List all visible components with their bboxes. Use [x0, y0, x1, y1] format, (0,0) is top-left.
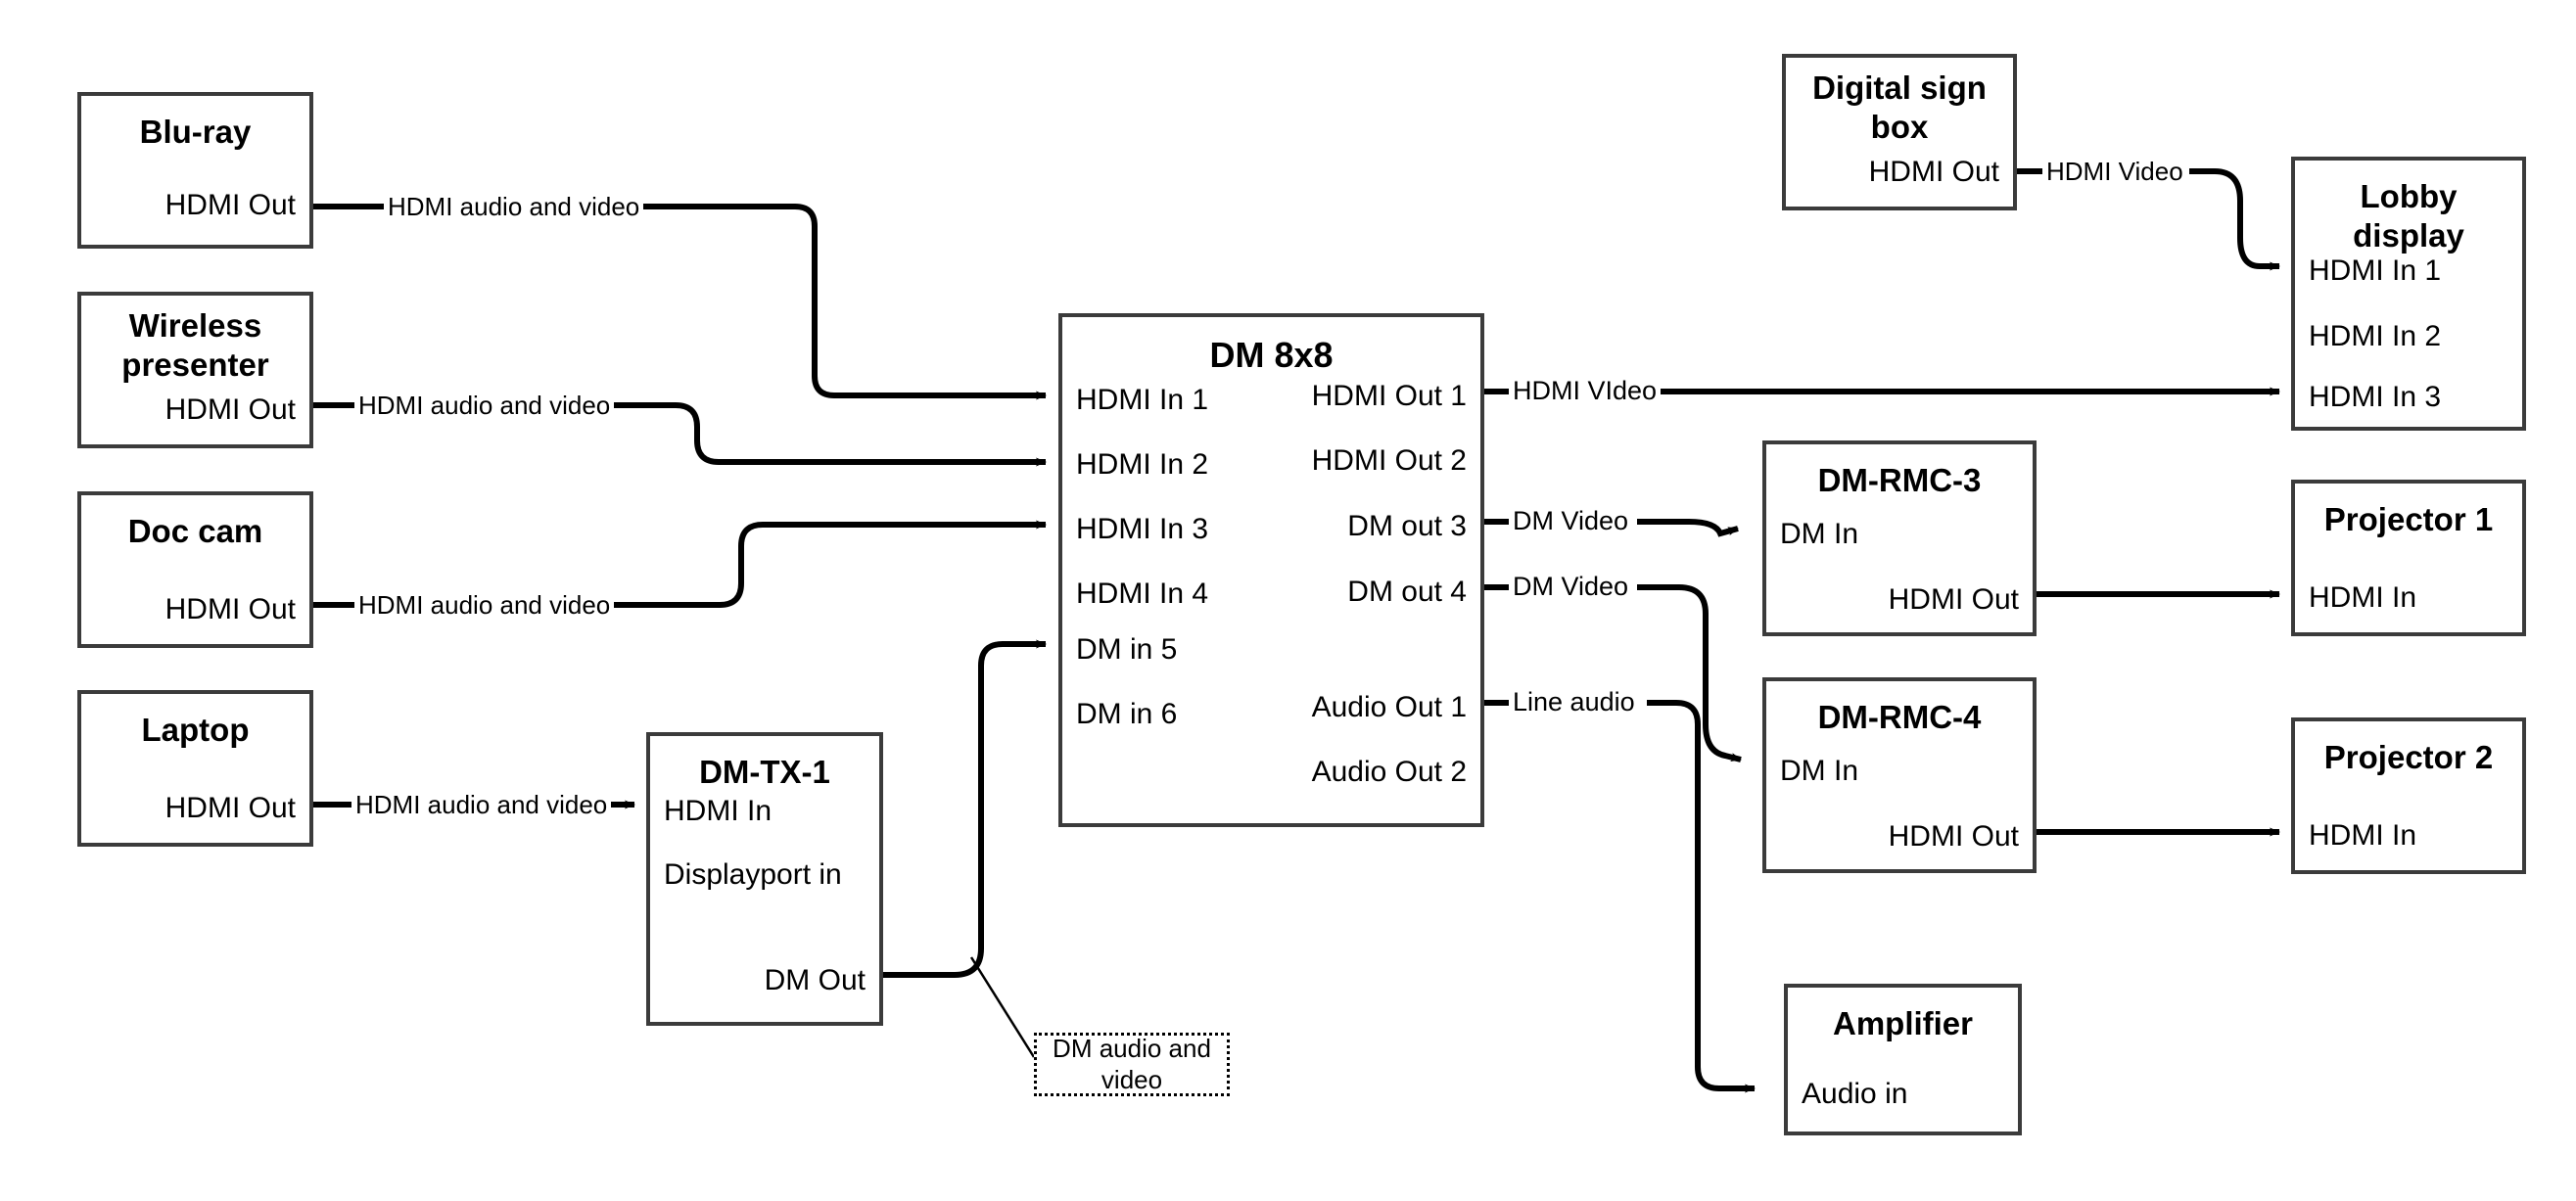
node-lobby-display-port-hdmi-in-2[interactable]: HDMI In 2 — [2309, 320, 2442, 352]
node-digital-sign-box-port-hdmi-out[interactable]: HDMI Out — [1868, 156, 1999, 188]
node-laptop[interactable]: Laptop HDMI Out — [77, 690, 313, 847]
node-wireless-presenter-port-hdmi-out[interactable]: HDMI Out — [164, 393, 296, 426]
node-dm-tx-1-title: DM-TX-1 — [699, 754, 830, 790]
node-wireless-presenter-title-line2: presenter — [121, 346, 269, 383]
node-dm-tx-1-port-dm-out[interactable]: DM Out — [764, 964, 866, 996]
node-lobby-display[interactable]: Lobby display HDMI In 1 HDMI In 2 HDMI I… — [2291, 157, 2526, 431]
node-lobby-display-port-hdmi-in-3[interactable]: HDMI In 3 — [2309, 381, 2442, 413]
node-dm-8x8-input-dm-in-5[interactable]: DM in 5 — [1076, 633, 1178, 666]
wire-dm-out3-to-rmc3-b — [1637, 519, 1739, 537]
node-digital-sign-box[interactable]: Digital sign box HDMI Out — [1782, 54, 2017, 210]
edge-label-audio-out1-to-amp: Line audio — [1509, 687, 1639, 717]
node-dm-rmc-4-title: DM-RMC-4 — [1817, 699, 1982, 735]
node-wireless-presenter-title-line1: Wireless — [128, 307, 262, 344]
wire-tx-dmout-to-dm-in5 — [883, 639, 1047, 978]
node-dm-8x8-output-audio-out-1[interactable]: Audio Out 1 — [1311, 691, 1467, 723]
node-lobby-display-title-line2: display — [2353, 217, 2464, 254]
node-dm-rmc-3-port-dm-in[interactable]: DM In — [1780, 518, 1859, 550]
note-dm-audio-and-video-line2: video — [1101, 1064, 1163, 1094]
node-doc-cam[interactable]: Doc cam HDMI Out — [77, 491, 313, 648]
node-projector-1-title: Projector 1 — [2323, 501, 2494, 537]
wire-bluray-to-dm-in1-b — [641, 204, 1047, 400]
edge-label-wireless-to-dm: HDMI audio and video — [354, 391, 615, 421]
wire-doccam-to-dm-in3-b — [612, 520, 1047, 608]
node-dm-8x8-output-dm-out-3[interactable]: DM out 3 — [1347, 510, 1467, 542]
node-dm-rmc-3[interactable]: DM-RMC-3 DM In HDMI Out — [1762, 440, 2037, 636]
node-laptop-port-hdmi-out[interactable]: HDMI Out — [164, 792, 296, 824]
node-projector-1-port-hdmi-in[interactable]: HDMI In — [2309, 581, 2417, 614]
node-doc-cam-port-hdmi-out[interactable]: HDMI Out — [164, 593, 296, 625]
node-dm-8x8-output-hdmi-out-1[interactable]: HDMI Out 1 — [1311, 380, 1467, 412]
node-bluray[interactable]: Blu-ray HDMI Out — [77, 92, 313, 249]
note-dm-audio-and-video: DM audio and video — [1034, 1033, 1230, 1096]
node-projector-1[interactable]: Projector 1 HDMI In — [2291, 480, 2526, 636]
wire-wireless-to-dm-in2-b — [612, 402, 1047, 467]
node-dm-rmc-3-port-hdmi-out[interactable]: HDMI Out — [1888, 583, 2019, 616]
edge-label-laptop-to-tx: HDMI audio and video — [351, 790, 612, 820]
node-dm-rmc-4-port-hdmi-out[interactable]: HDMI Out — [1888, 820, 2019, 853]
node-dm-tx-1-port-hdmi-in[interactable]: HDMI In — [664, 795, 773, 827]
edge-label-bluray-to-dm: HDMI audio and video — [384, 192, 644, 222]
node-dm-rmc-4[interactable]: DM-RMC-4 DM In HDMI Out — [1762, 677, 2037, 873]
node-digital-sign-box-title-line2: box — [1870, 109, 1929, 145]
node-digital-sign-box-title-line1: Digital sign — [1812, 69, 1987, 106]
node-dm-tx-1[interactable]: DM-TX-1 HDMI In Displayport in DM Out — [646, 732, 883, 1026]
node-dm-8x8-input-dm-in-6[interactable]: DM in 6 — [1076, 698, 1178, 730]
node-dm-8x8-output-dm-out-4[interactable]: DM out 4 — [1347, 576, 1467, 608]
node-dm-8x8-title: DM 8x8 — [1209, 335, 1334, 375]
node-projector-2[interactable]: Projector 2 HDMI In — [2291, 717, 2526, 874]
node-dm-8x8-input-hdmi-in-1[interactable]: HDMI In 1 — [1076, 384, 1209, 416]
node-projector-2-port-hdmi-in[interactable]: HDMI In — [2309, 819, 2417, 852]
node-dm-8x8-input-hdmi-in-3[interactable]: HDMI In 3 — [1076, 513, 1209, 545]
node-doc-cam-title: Doc cam — [127, 513, 263, 549]
node-dm-8x8-output-hdmi-out-2[interactable]: HDMI Out 2 — [1311, 444, 1467, 477]
node-dm-tx-1-port-displayport-in[interactable]: Displayport in — [664, 858, 842, 891]
node-lobby-display-title-line1: Lobby — [2360, 178, 2458, 214]
node-dm-8x8-output-audio-out-2[interactable]: Audio Out 2 — [1311, 756, 1467, 788]
wire-sign-to-lobby-in1-b — [2189, 168, 2280, 271]
wire-dm-out4-to-rmc4-b — [1637, 584, 1742, 762]
node-lobby-display-port-hdmi-in-1[interactable]: HDMI In 1 — [2309, 254, 2442, 287]
node-dm-8x8-input-hdmi-in-4[interactable]: HDMI In 4 — [1076, 577, 1209, 610]
node-projector-2-title: Projector 2 — [2323, 739, 2494, 775]
node-dm-rmc-4-port-dm-in[interactable]: DM In — [1780, 755, 1859, 787]
node-dm-8x8[interactable]: DM 8x8 HDMI In 1 HDMI In 2 HDMI In 3 HDM… — [1058, 313, 1484, 827]
wire-audio-out1-to-amp-b — [1647, 700, 1756, 1093]
node-amplifier-port-audio-in[interactable]: Audio in — [1802, 1078, 1908, 1110]
edge-label-dm-out1-to-lobby: HDMI VIdeo — [1509, 376, 1662, 406]
node-amplifier[interactable]: Amplifier Audio in — [1784, 984, 2022, 1135]
node-laptop-title: Laptop — [141, 712, 250, 748]
note-dm-audio-and-video-line1: DM audio and — [1053, 1034, 1211, 1064]
leader-dm-audio-video-note — [969, 956, 1036, 1058]
edge-label-sign-to-lobby: HDMI Video — [2042, 157, 2187, 187]
node-bluray-title: Blu-ray — [139, 114, 252, 150]
node-bluray-port-hdmi-out[interactable]: HDMI Out — [164, 189, 296, 221]
edge-label-dm-out3-to-rmc3: DM Video — [1509, 506, 1633, 536]
edge-label-doccam-to-dm: HDMI audio and video — [354, 590, 615, 621]
node-amplifier-title: Amplifier — [1832, 1005, 1974, 1041]
node-wireless-presenter[interactable]: Wireless presenter HDMI Out — [77, 292, 313, 448]
node-dm-rmc-3-title: DM-RMC-3 — [1817, 462, 1982, 498]
edge-label-dm-out4-to-rmc4: DM Video — [1509, 572, 1633, 602]
node-dm-8x8-input-hdmi-in-2[interactable]: HDMI In 2 — [1076, 448, 1209, 481]
